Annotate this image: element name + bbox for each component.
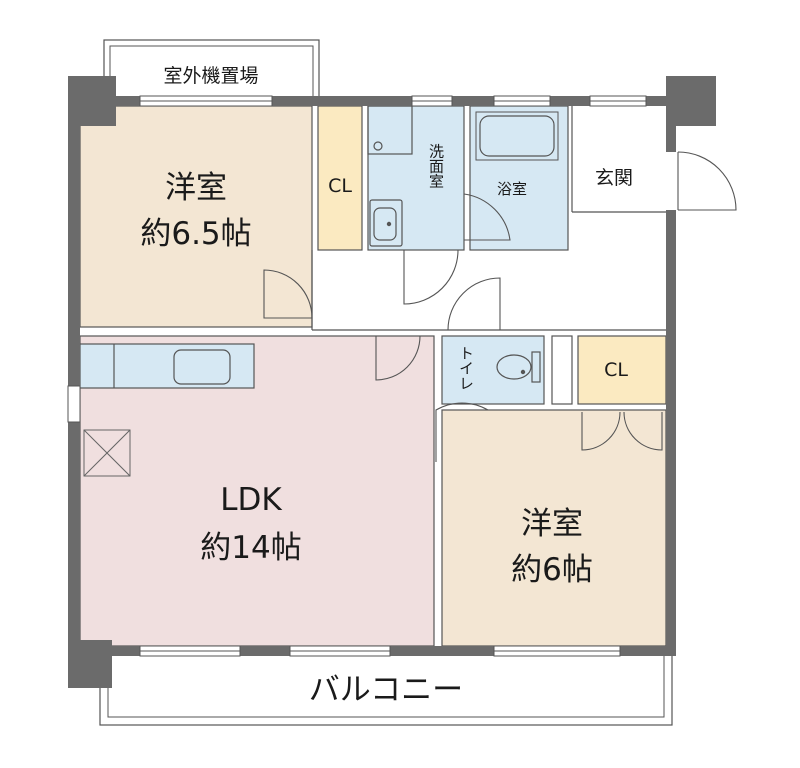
closet-2-label: CL [604, 359, 628, 381]
western-room-2 [442, 410, 666, 646]
kitchen-counter [79, 343, 255, 389]
western-room-2-name: 洋室 [521, 506, 583, 542]
windows-top [139, 95, 647, 107]
outdoor-unit-label: 室外機置場 [163, 65, 258, 87]
washroom [368, 106, 464, 250]
toilet [442, 336, 544, 404]
bathroom [470, 106, 568, 250]
toilet-fixture [496, 351, 541, 383]
refrigerator-space [83, 429, 131, 477]
closet-1 [318, 106, 362, 250]
balcony-area [99, 654, 673, 726]
hallway [312, 250, 668, 330]
balcony-label: バルコニー [309, 672, 463, 708]
western-room-1-name: 洋室 [165, 170, 227, 206]
bathroom-label: 浴室 [497, 180, 527, 198]
bathtub [479, 115, 555, 157]
windows-bottom [139, 645, 621, 657]
bathtub-rim [475, 111, 559, 161]
western-room-1 [80, 106, 312, 327]
toilet-label: トイレ [457, 346, 475, 391]
closet-1-label: CL [328, 175, 352, 197]
western-room-1-size: 約6.5帖 [140, 216, 251, 252]
outdoor-unit-area [103, 39, 320, 99]
ldk-size: 約14帖 [200, 530, 301, 566]
ldk-name: LDK [220, 482, 282, 518]
door-swings [263, 151, 737, 462]
entrance-label: 玄関 [595, 167, 633, 189]
wash-basin [367, 105, 413, 247]
washroom-label: 洗面室 [427, 144, 445, 189]
closet-2 [578, 336, 666, 404]
window-left [67, 385, 81, 423]
western-room-2-size: 約6帖 [511, 552, 593, 588]
